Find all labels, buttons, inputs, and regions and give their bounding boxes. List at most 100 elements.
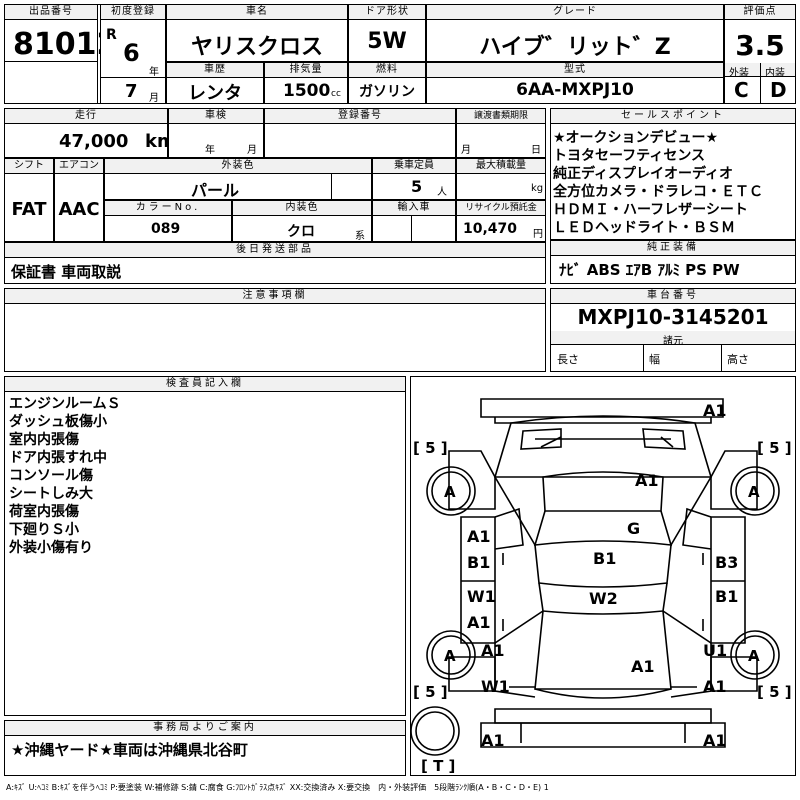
equipment-cell: 純正装備 ﾅﾋﾞ ABS ｴｱB ｱﾙﾐ PS PW [550,240,796,284]
wheel-front-left-mark: A [444,483,456,501]
year-unit: 年 [149,67,159,78]
damage-mark: W2 [589,589,618,608]
mileage: 47,000 [59,131,129,152]
caution-label: 注意事項欄 [5,289,545,304]
sales-points-cell: セールスポイント ★オークションデビュー★ トヨタセーフティセンス 純正ディスプ… [550,108,796,240]
inspection-year-unit: 年 [205,145,215,156]
caution-cell: 注意事項欄 [4,288,546,372]
sales-point: ★オークションデビュー★ [553,130,719,146]
color-no: 089 [151,221,181,237]
tire-spare: [ T ] [421,757,456,775]
inspector-label: 検査員記入欄 [5,377,405,392]
inspector-note: 荷室内張傷 [9,504,79,520]
load-unit: kg [531,183,544,194]
history-cell: 車歴 レンタ [166,62,264,104]
damage-mark: A1 [703,731,727,750]
damage-diagram: [ 5 ] [ 5 ] [ 5 ] [ 5 ] [ T ] A A A A A1… [410,376,796,776]
inspector-note: エンジンルームＳ [9,396,121,412]
ext-label: 外装 [729,68,749,79]
displacement-label: 排気量 [265,63,347,78]
model-label: 型式 [427,63,723,78]
car-name-label: 車名 [167,5,347,20]
month-unit: 月 [149,93,159,104]
grade: ハイブ゛リット゛Z [479,35,671,60]
office-notice: ★沖縄ヤード★車両は沖縄県北谷町 [11,741,248,759]
history-label: 車歴 [167,63,263,78]
mileage-cell: 走行 47,000 km [4,108,176,158]
seats-label: 乗車定員 [373,159,455,174]
inspector-note: 室内内張傷 [9,432,79,448]
recycle-fee: 10,470 [463,221,518,237]
lot-label: 出品番号 [5,5,97,20]
sales-point: トヨタセーフティセンス [553,148,706,164]
import-label: 輸入車 [373,201,455,216]
shift: FAT [11,199,47,220]
door-type: 5W [367,29,407,54]
equipment-list: ﾅﾋﾞ ABS ｴｱB ｱﾙﾐ PS PW [559,261,740,279]
tire-rear-right: [ 5 ] [757,683,792,701]
inspection-month-unit: 月 [247,145,257,156]
int-label: 内装 [765,68,785,79]
mileage-label: 走行 [5,109,167,124]
history: レンタ [188,83,242,104]
model-code: 6AA-MXPJ10 [516,80,634,100]
first-reg-label: 初度登録 [101,5,165,20]
office-notice-label: 事務局よりご案内 [5,721,405,736]
recycle-label: リサイクル預託金 [457,201,545,216]
reg-year: 6 [123,39,140,67]
sales-point: ＨＤＭＩ・ハーフレザーシート [553,202,748,218]
score-label: 評価点 [725,5,795,20]
damage-mark: W1 [467,587,496,606]
ac-cell: エアコン AAC [54,158,104,242]
transfer-cell: 譲渡書類期限 月 日 [456,108,546,158]
sales-point: ＬＥＤヘッドライト・ＢＳＭ [553,220,735,236]
reg-no-cell: 登録番号 [264,108,456,158]
seats-cell: 乗車定員 5 人 [372,158,456,200]
damage-mark: B1 [715,587,739,606]
damage-mark: A1 [703,401,727,420]
equipment-label: 純正装備 [551,241,795,256]
damage-mark: A1 [631,657,655,676]
door-cell: ドア形状 5W [348,4,426,62]
fuel: ガソリン [359,84,415,100]
grade-label: グレード [427,5,723,20]
seats: 5 [411,177,423,196]
fuel-cell: 燃料 ガソリン [348,62,426,104]
first-reg-cell: 初度登録 R 6 年 7 月 [100,4,166,104]
sales-point: 純正ディスプレイオーディオ [553,166,734,182]
inspector-note: コンソール傷 [9,468,93,484]
damage-mark: A1 [703,677,727,696]
shift-cell: シフト FAT [4,158,54,242]
width-label: 幅 [649,353,660,366]
color-cell: 外装色 パール [104,158,372,200]
damage-mark: A1 [481,641,505,660]
inspector-note: ドア内張すれ中 [9,450,107,466]
inspection-label: 車検 [169,109,263,124]
chassis-label: 車台番号 [551,289,795,304]
car-outline [411,398,780,756]
inspector-note: ダッシュ板傷小 [9,414,107,430]
transfer-month-unit: 月 [461,145,471,156]
score-cell: 評価点 3.5 外装 内装 C D [724,4,796,104]
inspector-note: シートしみ大 [9,486,93,502]
damage-mark: B3 [715,553,739,572]
color-label: 外装色 [105,159,371,174]
spec-label: 諸元 [663,336,683,347]
cc-unit: cc [331,89,341,99]
damage-mark: B1 [467,553,491,572]
inspection-cell: 車検 年 月 [168,108,264,158]
tire-front-right: [ 5 ] [757,439,792,457]
displacement: 1500 [283,81,331,101]
displacement-cell: 排気量 1500 cc [264,62,348,104]
damage-mark: G [627,519,641,538]
fuel-label: 燃料 [349,63,425,78]
interior-unit: 系 [355,231,365,242]
later-parts-cell: 後日発送部品 保証書 車両取説 [4,242,546,284]
reg-month: 7 [125,81,138,102]
transfer-label: 譲渡書類期限 [457,109,545,124]
car-name-cell: 車名 ヤリスクロス [166,4,348,62]
damage-mark: A1 [467,613,491,632]
wheel-rear-left-mark: A [444,647,456,665]
inspector-note: 下廻りＳ小 [9,522,79,538]
grade-cell: グレード ハイブ゛リット゛Z [426,4,724,62]
